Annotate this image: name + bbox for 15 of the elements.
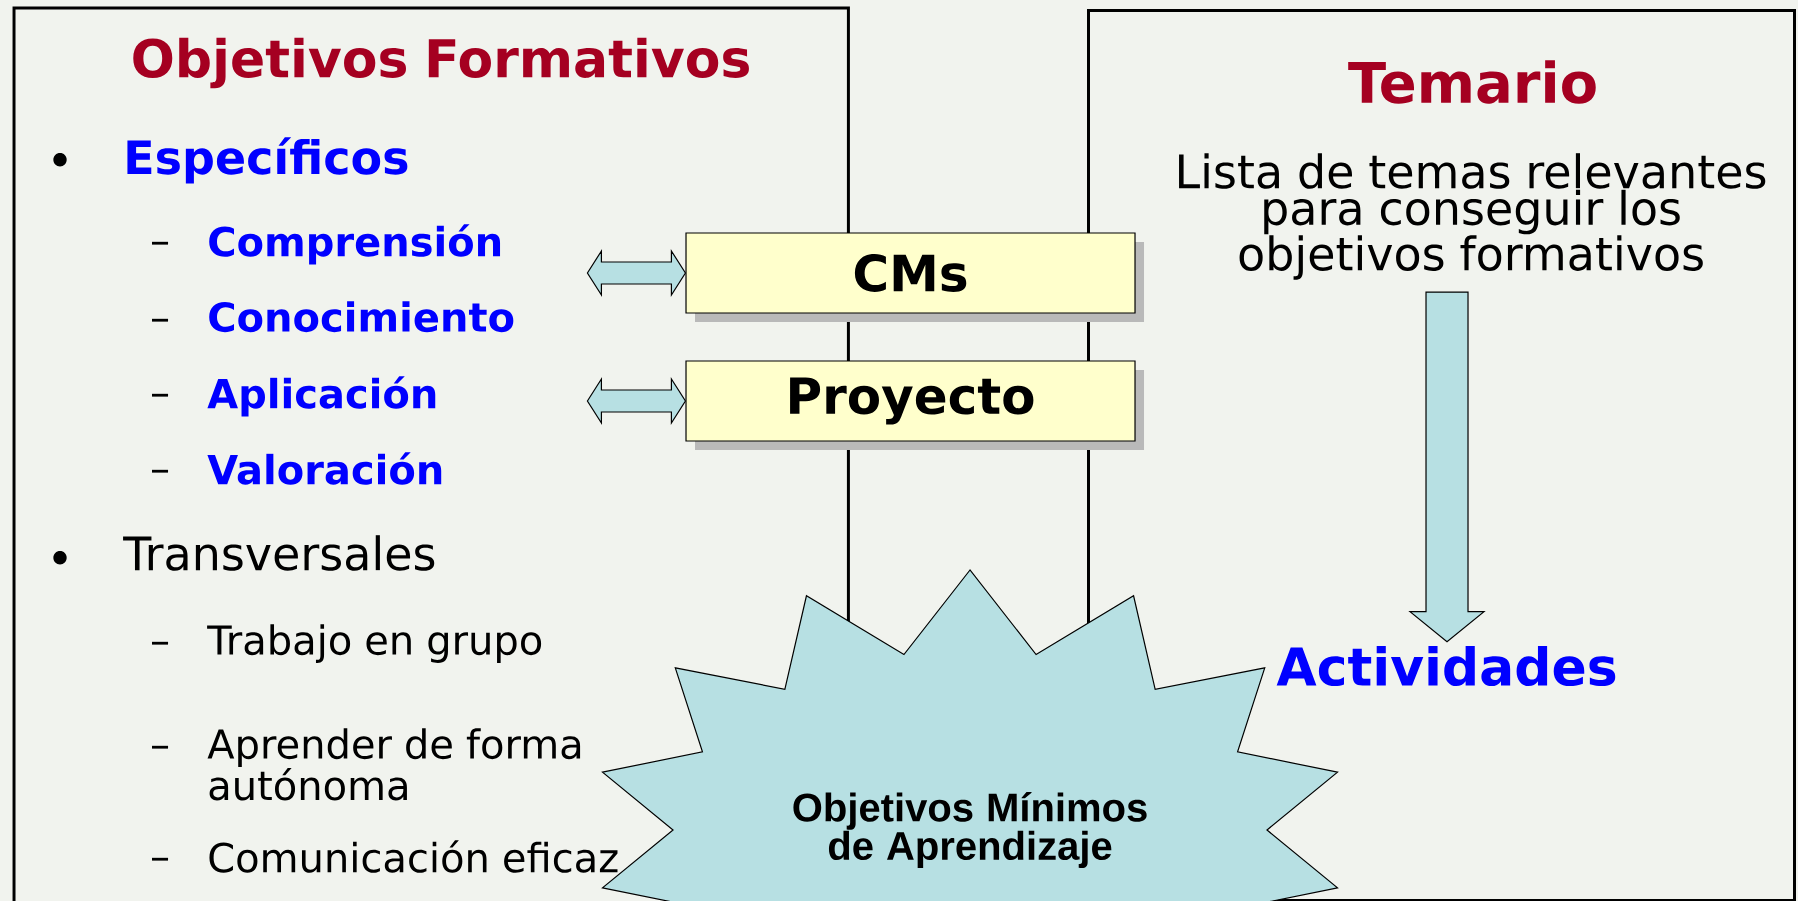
block-arrow [1408, 291, 1486, 643]
block-arrow [586, 376, 687, 426]
list-item: – Comprensión [151, 224, 501, 265]
description-text: Lista de temas relevantes para conseguir los objetivos formativos [1179, 153, 1766, 280]
panel-heading: Objetivos Formativos [133, 37, 749, 89]
list-item: – Valoración [151, 452, 442, 485]
label-box: Proyecto [685, 360, 1144, 450]
list-item: – Aprender de forma autónoma [151, 728, 581, 801]
list-item: • Específicos [53, 137, 408, 184]
block-arrow [586, 248, 687, 298]
list-item: – Aplicación [151, 376, 436, 417]
label-box: CMs [685, 232, 1144, 322]
list-item: – Trabajo en grupo [151, 624, 542, 663]
list-item: • Transversales [53, 535, 435, 571]
list-item: – Conocimiento [151, 301, 514, 333]
